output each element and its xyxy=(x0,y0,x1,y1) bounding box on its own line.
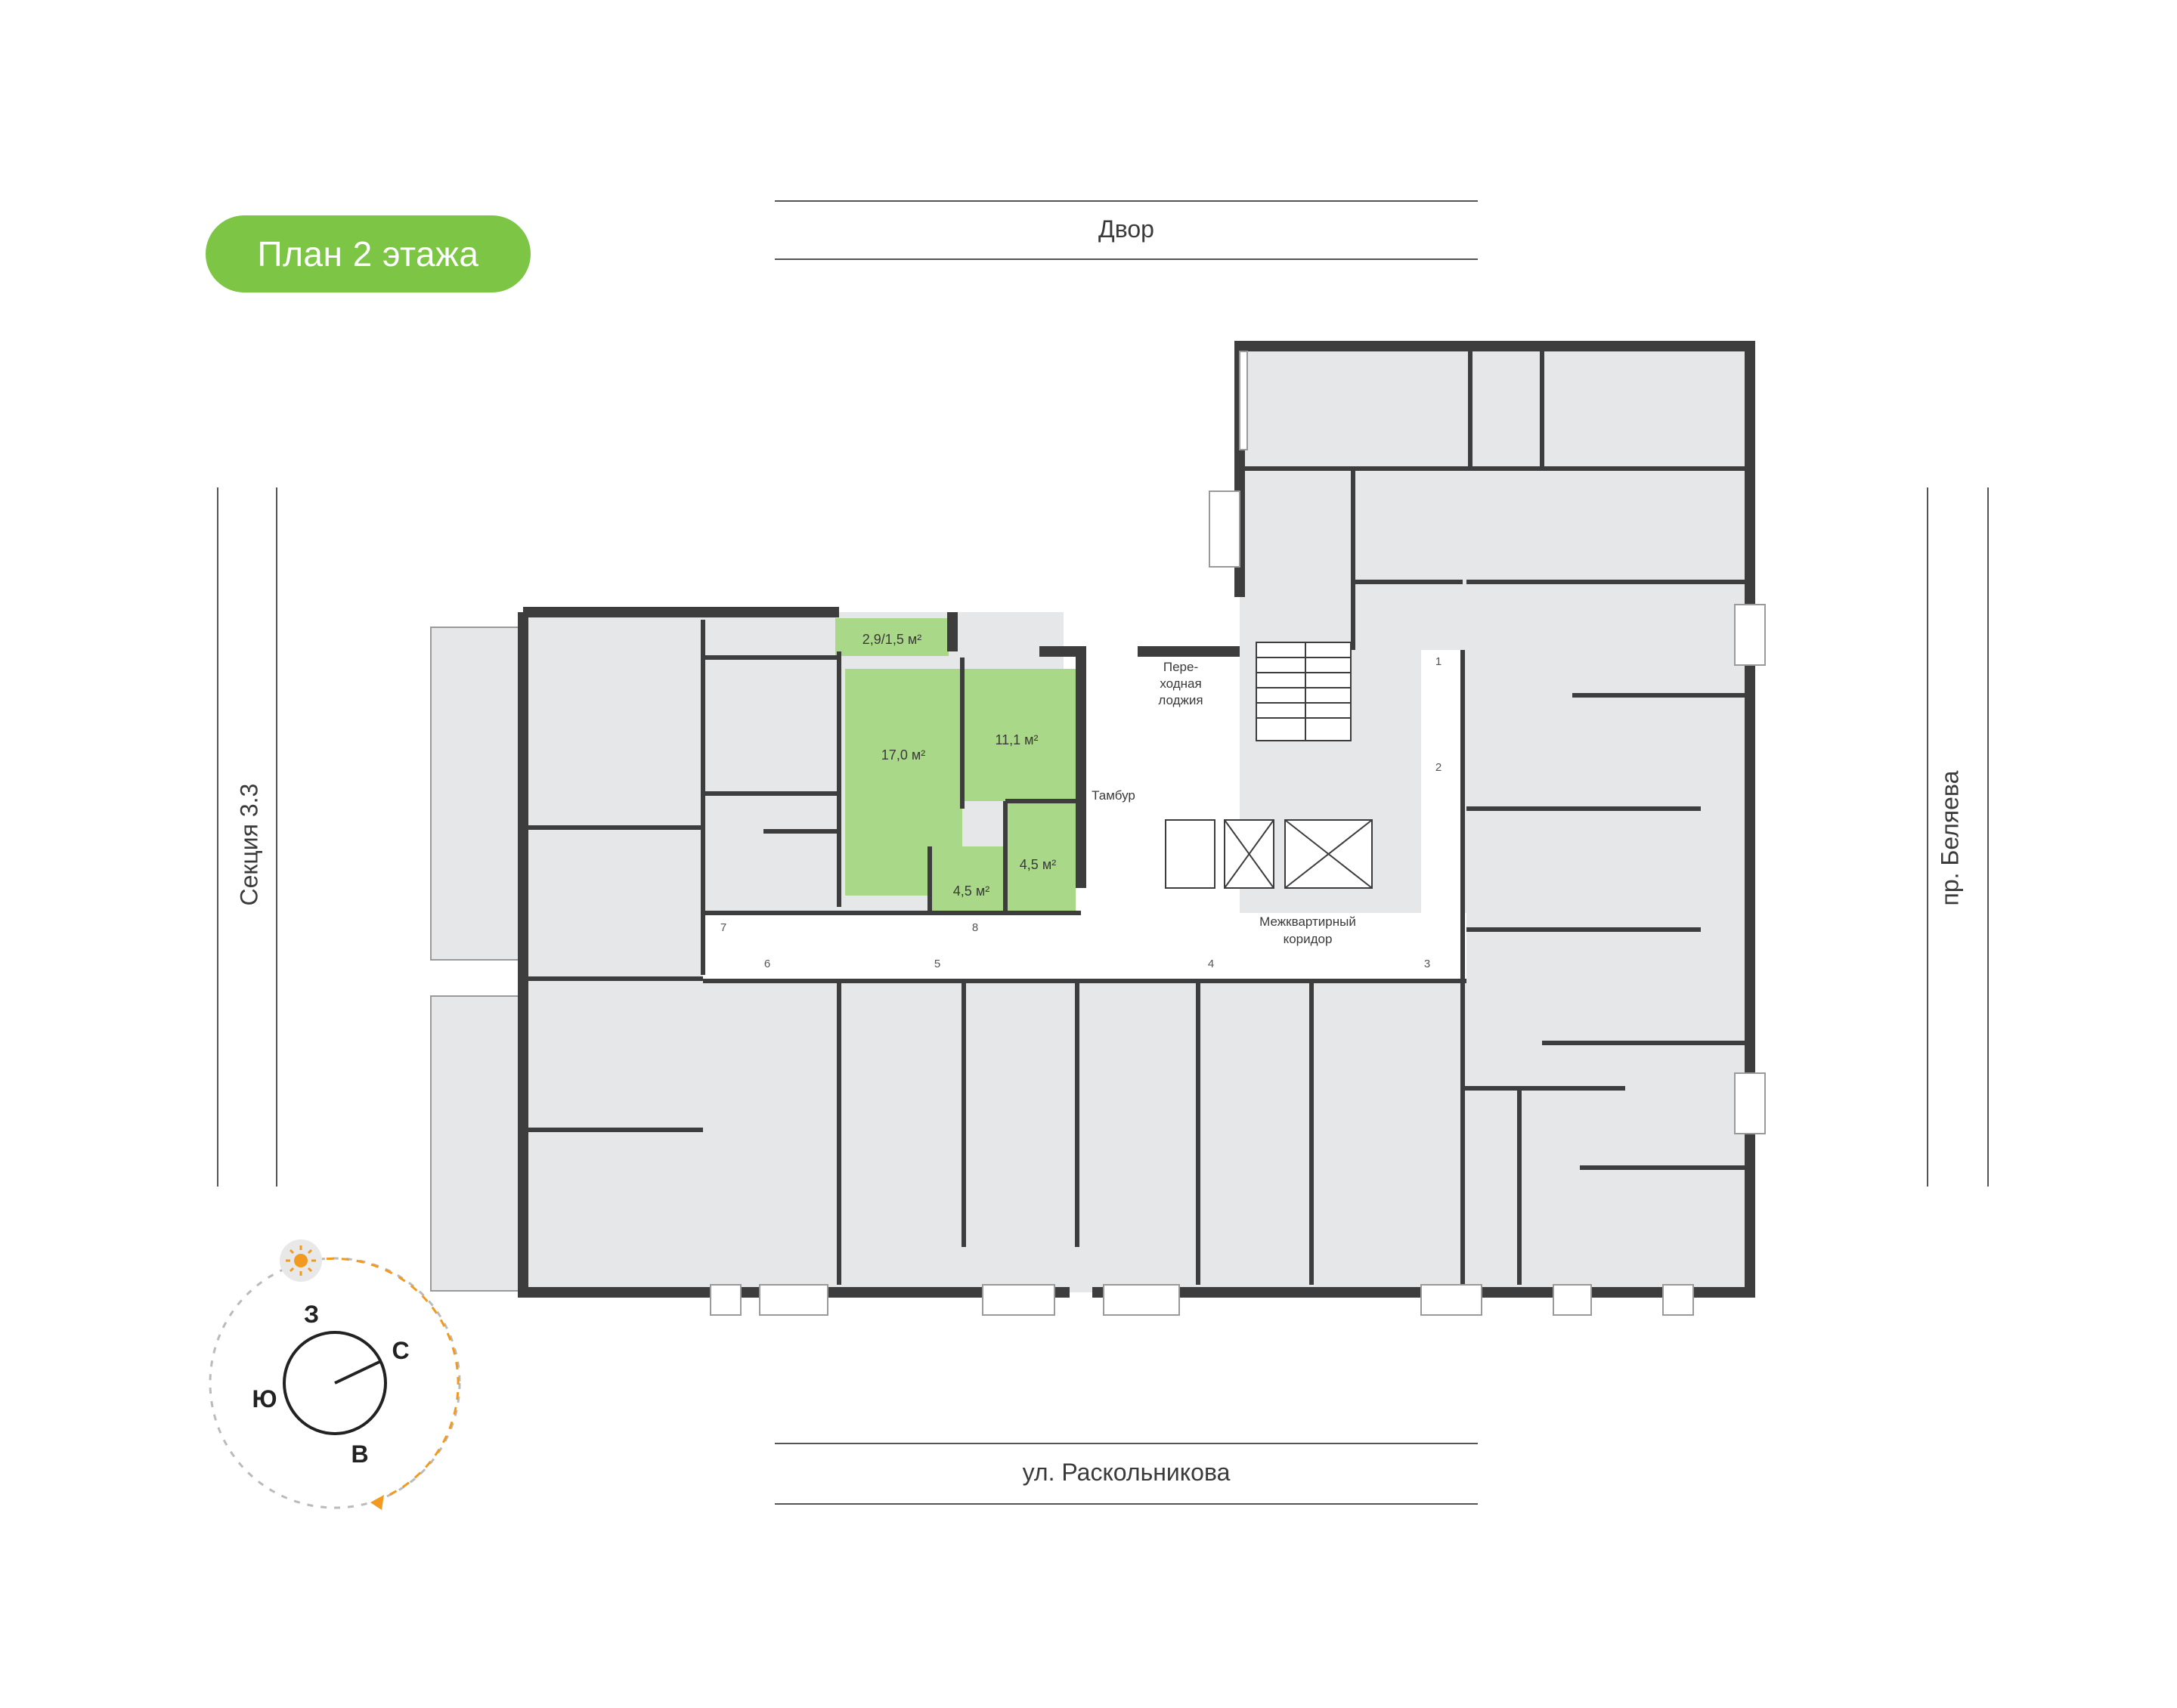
loggia-label-2: ходная xyxy=(1160,676,1201,691)
compass-needle xyxy=(334,1360,380,1385)
door-number-6: 6 xyxy=(764,958,770,970)
street-top-label: Двор xyxy=(1098,215,1154,243)
floor-badge: План 2 этажа xyxy=(206,215,531,292)
corridor-label-2: коридор xyxy=(1284,932,1333,946)
balcony-label: 2,9/1,5 м² xyxy=(862,632,921,647)
sun-path-arrow-icon xyxy=(370,1495,384,1510)
elevators xyxy=(1165,819,1373,889)
balcony-area xyxy=(835,618,949,656)
interior-walls xyxy=(523,346,1750,1285)
compass: З С Ю В xyxy=(209,1239,461,1510)
compass-east: В xyxy=(351,1440,368,1468)
door-number-5: 5 xyxy=(934,958,940,970)
door-number-8: 8 xyxy=(972,921,978,934)
building-footprint xyxy=(430,346,1754,1292)
street-bottom-label: ул. Раскольникова xyxy=(1022,1459,1231,1486)
door-number-1: 1 xyxy=(1435,655,1442,668)
door-number-4: 4 xyxy=(1208,958,1214,970)
loggia-label-1: Пере- xyxy=(1163,660,1198,674)
loggia-label-3: лоджия xyxy=(1158,693,1203,707)
door-number-7: 7 xyxy=(720,921,726,934)
compass-north: С xyxy=(392,1337,409,1364)
kitchen-label: 11,1 м² xyxy=(995,732,1038,747)
compass-south: Ю xyxy=(252,1385,277,1413)
corridor-label-1: Межквартирный xyxy=(1259,914,1356,929)
hallway xyxy=(930,846,1005,914)
stairwell xyxy=(1256,642,1352,741)
highlighted-apartment xyxy=(835,618,1076,914)
door-number-3: 3 xyxy=(1424,958,1430,970)
street-lines xyxy=(217,200,1989,1505)
bathroom-label: 4,5 м² xyxy=(1020,857,1056,872)
tambur-label: Тамбур xyxy=(1092,788,1135,803)
compass-west: З xyxy=(304,1301,319,1328)
windows xyxy=(710,351,1766,1316)
kitchen xyxy=(962,669,1076,801)
bathroom xyxy=(1005,801,1076,914)
sun-path xyxy=(311,1257,460,1504)
living-room-label: 17,0 м² xyxy=(881,747,925,763)
hallway-label: 4,5 м² xyxy=(953,883,989,899)
door-number-2: 2 xyxy=(1435,761,1442,774)
compass-ring xyxy=(283,1331,387,1435)
